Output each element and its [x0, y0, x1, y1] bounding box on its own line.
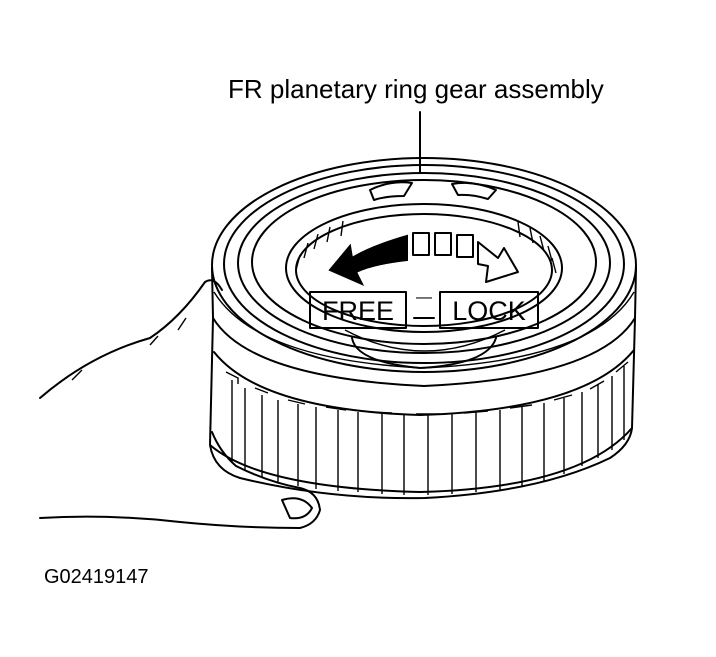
ring-gear-flange — [211, 157, 637, 387]
free-arrow-icon — [328, 234, 408, 287]
gear-splines — [231, 366, 625, 495]
spline-notches — [225, 361, 629, 415]
lock-label-box — [439, 291, 539, 329]
ring-gear-drum — [209, 317, 636, 500]
lock-arrow-icon — [477, 241, 519, 283]
indicator-boxes-icon — [412, 232, 474, 258]
inner-bore — [285, 203, 563, 369]
free-lock-indicator: FREE — LOCK — [309, 232, 539, 329]
free-label-box — [309, 291, 407, 329]
figure-id: G02419147 — [44, 566, 149, 588]
separator-mark: — — [416, 289, 432, 306]
callout-label: FR planetary ring gear assembly — [228, 74, 604, 104]
lock-label: LOCK — [452, 296, 526, 326]
inner-teeth — [295, 220, 557, 274]
hand-illustration — [39, 279, 321, 529]
free-label: FREE — [322, 296, 394, 326]
